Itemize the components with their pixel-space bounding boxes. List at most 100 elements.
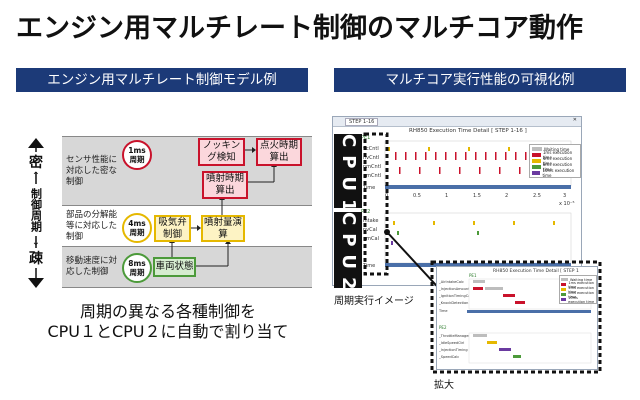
row-label: vcCntl bbox=[363, 146, 379, 152]
legend-swatch bbox=[532, 171, 541, 175]
tab-step[interactable]: STEP 1-16 bbox=[345, 118, 379, 126]
zoom-pe2-label: PE2 bbox=[439, 325, 447, 330]
axis-labels: 密 ↑ 制御周期 ↓ 疎 bbox=[12, 152, 60, 268]
row-label: _ThrottleManager bbox=[439, 334, 470, 338]
band-8ms-text: 移動速度に対応した制御 bbox=[66, 256, 118, 277]
band-divider bbox=[62, 136, 312, 137]
vehicle-state-box: 車両状態 bbox=[153, 257, 196, 277]
row-label: nmCal bbox=[363, 236, 379, 242]
legend-item: 8ms execution time bbox=[532, 162, 578, 172]
cycle-image-caption: 周期実行イメージ bbox=[334, 296, 414, 307]
period-unit: 周期 bbox=[129, 155, 145, 164]
pe2-row-labels: Intake nvCal nmCal bbox=[363, 217, 379, 244]
legend-swatch bbox=[561, 283, 567, 286]
legend-item: 10ms execution time bbox=[561, 296, 595, 304]
allocation-caption: 周期の異なる各種制御を CPU１とCPU２に自動で割り当て bbox=[20, 302, 316, 342]
band-divider bbox=[62, 287, 312, 288]
execution-detail-window: STEP 1-16 ✕ RH850 Execution Time Detail … bbox=[332, 116, 582, 286]
period-circle-4ms: 4ms 周期 bbox=[122, 213, 152, 243]
row-label: _KnockDetection bbox=[439, 301, 469, 305]
legend-swatch bbox=[561, 298, 567, 301]
allocation-caption-line1: 周期の異なる各種制御を bbox=[79, 302, 256, 321]
legend-swatch bbox=[561, 288, 567, 291]
knock-detection-box: ノッキング検知 bbox=[198, 138, 245, 166]
allocation-caption-line2: CPU１とCPU２に自動で割り当て bbox=[47, 322, 289, 341]
axis-dense-label: 密 bbox=[27, 152, 45, 172]
zoom-legend: Waiting time 1ms execution time 4ms exec… bbox=[559, 275, 597, 304]
period-unit: 周期 bbox=[129, 228, 145, 237]
legend-item: 4ms execution time bbox=[532, 156, 578, 166]
row-label: _AirIntakeCalc bbox=[439, 280, 464, 284]
pe1-row-labels: vcCntl nvCntl nmCntl nmCntl bbox=[363, 145, 381, 181]
axis-exponent: x 10⁻⁵ bbox=[559, 201, 575, 207]
row-label: nmCntl bbox=[363, 173, 382, 179]
tick-label: 1.5 bbox=[473, 193, 481, 199]
row-label: nvCntl bbox=[363, 155, 380, 161]
axis-sparse-label: 疎 bbox=[27, 248, 45, 268]
zoom-caption: 拡大 bbox=[434, 380, 454, 391]
row-label: _IgnitionTimingCalc bbox=[439, 294, 474, 298]
pe1-label: PE1 bbox=[361, 135, 371, 141]
right-section-header: マルチコア実行性能の可視化例 bbox=[334, 68, 626, 92]
close-icon[interactable]: ✕ bbox=[572, 117, 577, 123]
ignition-timing-box: 点火時期算出 bbox=[256, 138, 302, 166]
zoom-window-title: RH850 Execution Time Detail [ STEP 1 bbox=[493, 269, 579, 274]
page-title: エンジン用マルチレート制御のマルチコア動作 bbox=[16, 13, 583, 44]
axis-up-arrow: ↑ bbox=[31, 171, 41, 182]
legend-swatch bbox=[532, 147, 542, 151]
time-label: Time bbox=[363, 263, 376, 269]
injection-timing-box: 噴射時期算出 bbox=[202, 171, 248, 199]
legend-item: Waiting time bbox=[532, 146, 578, 152]
legend-swatch bbox=[532, 165, 541, 169]
zoom-frame bbox=[430, 260, 602, 374]
row-label: _IdleSpeedCtrl bbox=[439, 341, 465, 345]
row-label: _SpeedCalc bbox=[439, 355, 460, 359]
row-label: Intake bbox=[363, 218, 379, 224]
tick-label: 1 bbox=[445, 193, 448, 199]
zoom-time-label: Time bbox=[439, 309, 448, 313]
legend-item: 8ms execution time bbox=[561, 291, 595, 299]
band-divider bbox=[62, 246, 312, 247]
axis-control-period-label: 制御周期 bbox=[29, 184, 43, 236]
tick-label: 2 bbox=[505, 193, 508, 199]
tick-label: 3 bbox=[563, 193, 566, 199]
legend-item: 10ms execution time bbox=[532, 168, 578, 178]
cpu2-label: CPU2 bbox=[334, 212, 362, 298]
zoom-pe1-label: PE1 bbox=[469, 273, 477, 278]
period-unit: 周期 bbox=[129, 268, 145, 277]
left-section-header: エンジン用マルチレート制御モデル例 bbox=[16, 68, 308, 92]
row-label: _InjectionAmountCalc bbox=[439, 287, 477, 291]
legend-swatch bbox=[561, 278, 568, 281]
row-label: _InjectionTiming bbox=[439, 348, 468, 352]
injection-amount-box: 噴射量演算 bbox=[201, 215, 245, 242]
band-4ms-text: 部品の分解能等に対応した制御 bbox=[66, 210, 118, 242]
window-title: RH850 Execution Time Detail [ STEP 1-16 … bbox=[409, 128, 527, 134]
zoom-pe1-rows: _AirIntakeCalc _InjectionAmountCalc _Ign… bbox=[439, 279, 477, 307]
tick-label: 0.5 bbox=[413, 193, 421, 199]
legend-item: 1ms execution time bbox=[532, 150, 578, 160]
legend-item: 1ms execution time bbox=[561, 281, 595, 289]
legend-swatch bbox=[532, 159, 541, 163]
axis-down-arrow: ↓ bbox=[31, 237, 41, 248]
cpu1-label: CPU1 bbox=[334, 134, 362, 220]
legend-item: 4ms execution time bbox=[561, 286, 595, 294]
window-tab-bar: STEP 1-16 ✕ bbox=[333, 117, 581, 127]
period-value: 1ms bbox=[128, 146, 146, 155]
row-label: nmCntl bbox=[363, 164, 382, 170]
row-label: nvCal bbox=[363, 227, 378, 233]
intake-valve-box: 吸気弁制御 bbox=[154, 215, 191, 242]
zoom-pe2-rows: _ThrottleManager _IdleSpeedCtrl _Injecti… bbox=[439, 333, 470, 361]
selection-rectangle bbox=[363, 132, 389, 276]
tick-label: 2.5 bbox=[533, 193, 541, 199]
legend: Waiting time 1ms execution time 4ms exec… bbox=[529, 144, 581, 178]
band-1ms-text: センサ性能に対応した密な制御 bbox=[66, 155, 118, 187]
legend-swatch bbox=[561, 293, 567, 296]
period-value: 4ms bbox=[128, 219, 146, 228]
band-divider bbox=[62, 205, 312, 206]
time-label: Time bbox=[363, 185, 376, 191]
legend-swatch bbox=[532, 153, 541, 157]
legend-item: Waiting time bbox=[561, 277, 595, 282]
zoomed-execution-window: RH850 Execution Time Detail [ STEP 1 PE1… bbox=[436, 266, 598, 370]
period-value: 8ms bbox=[128, 259, 146, 268]
period-circle-1ms: 1ms 周期 bbox=[122, 140, 152, 170]
